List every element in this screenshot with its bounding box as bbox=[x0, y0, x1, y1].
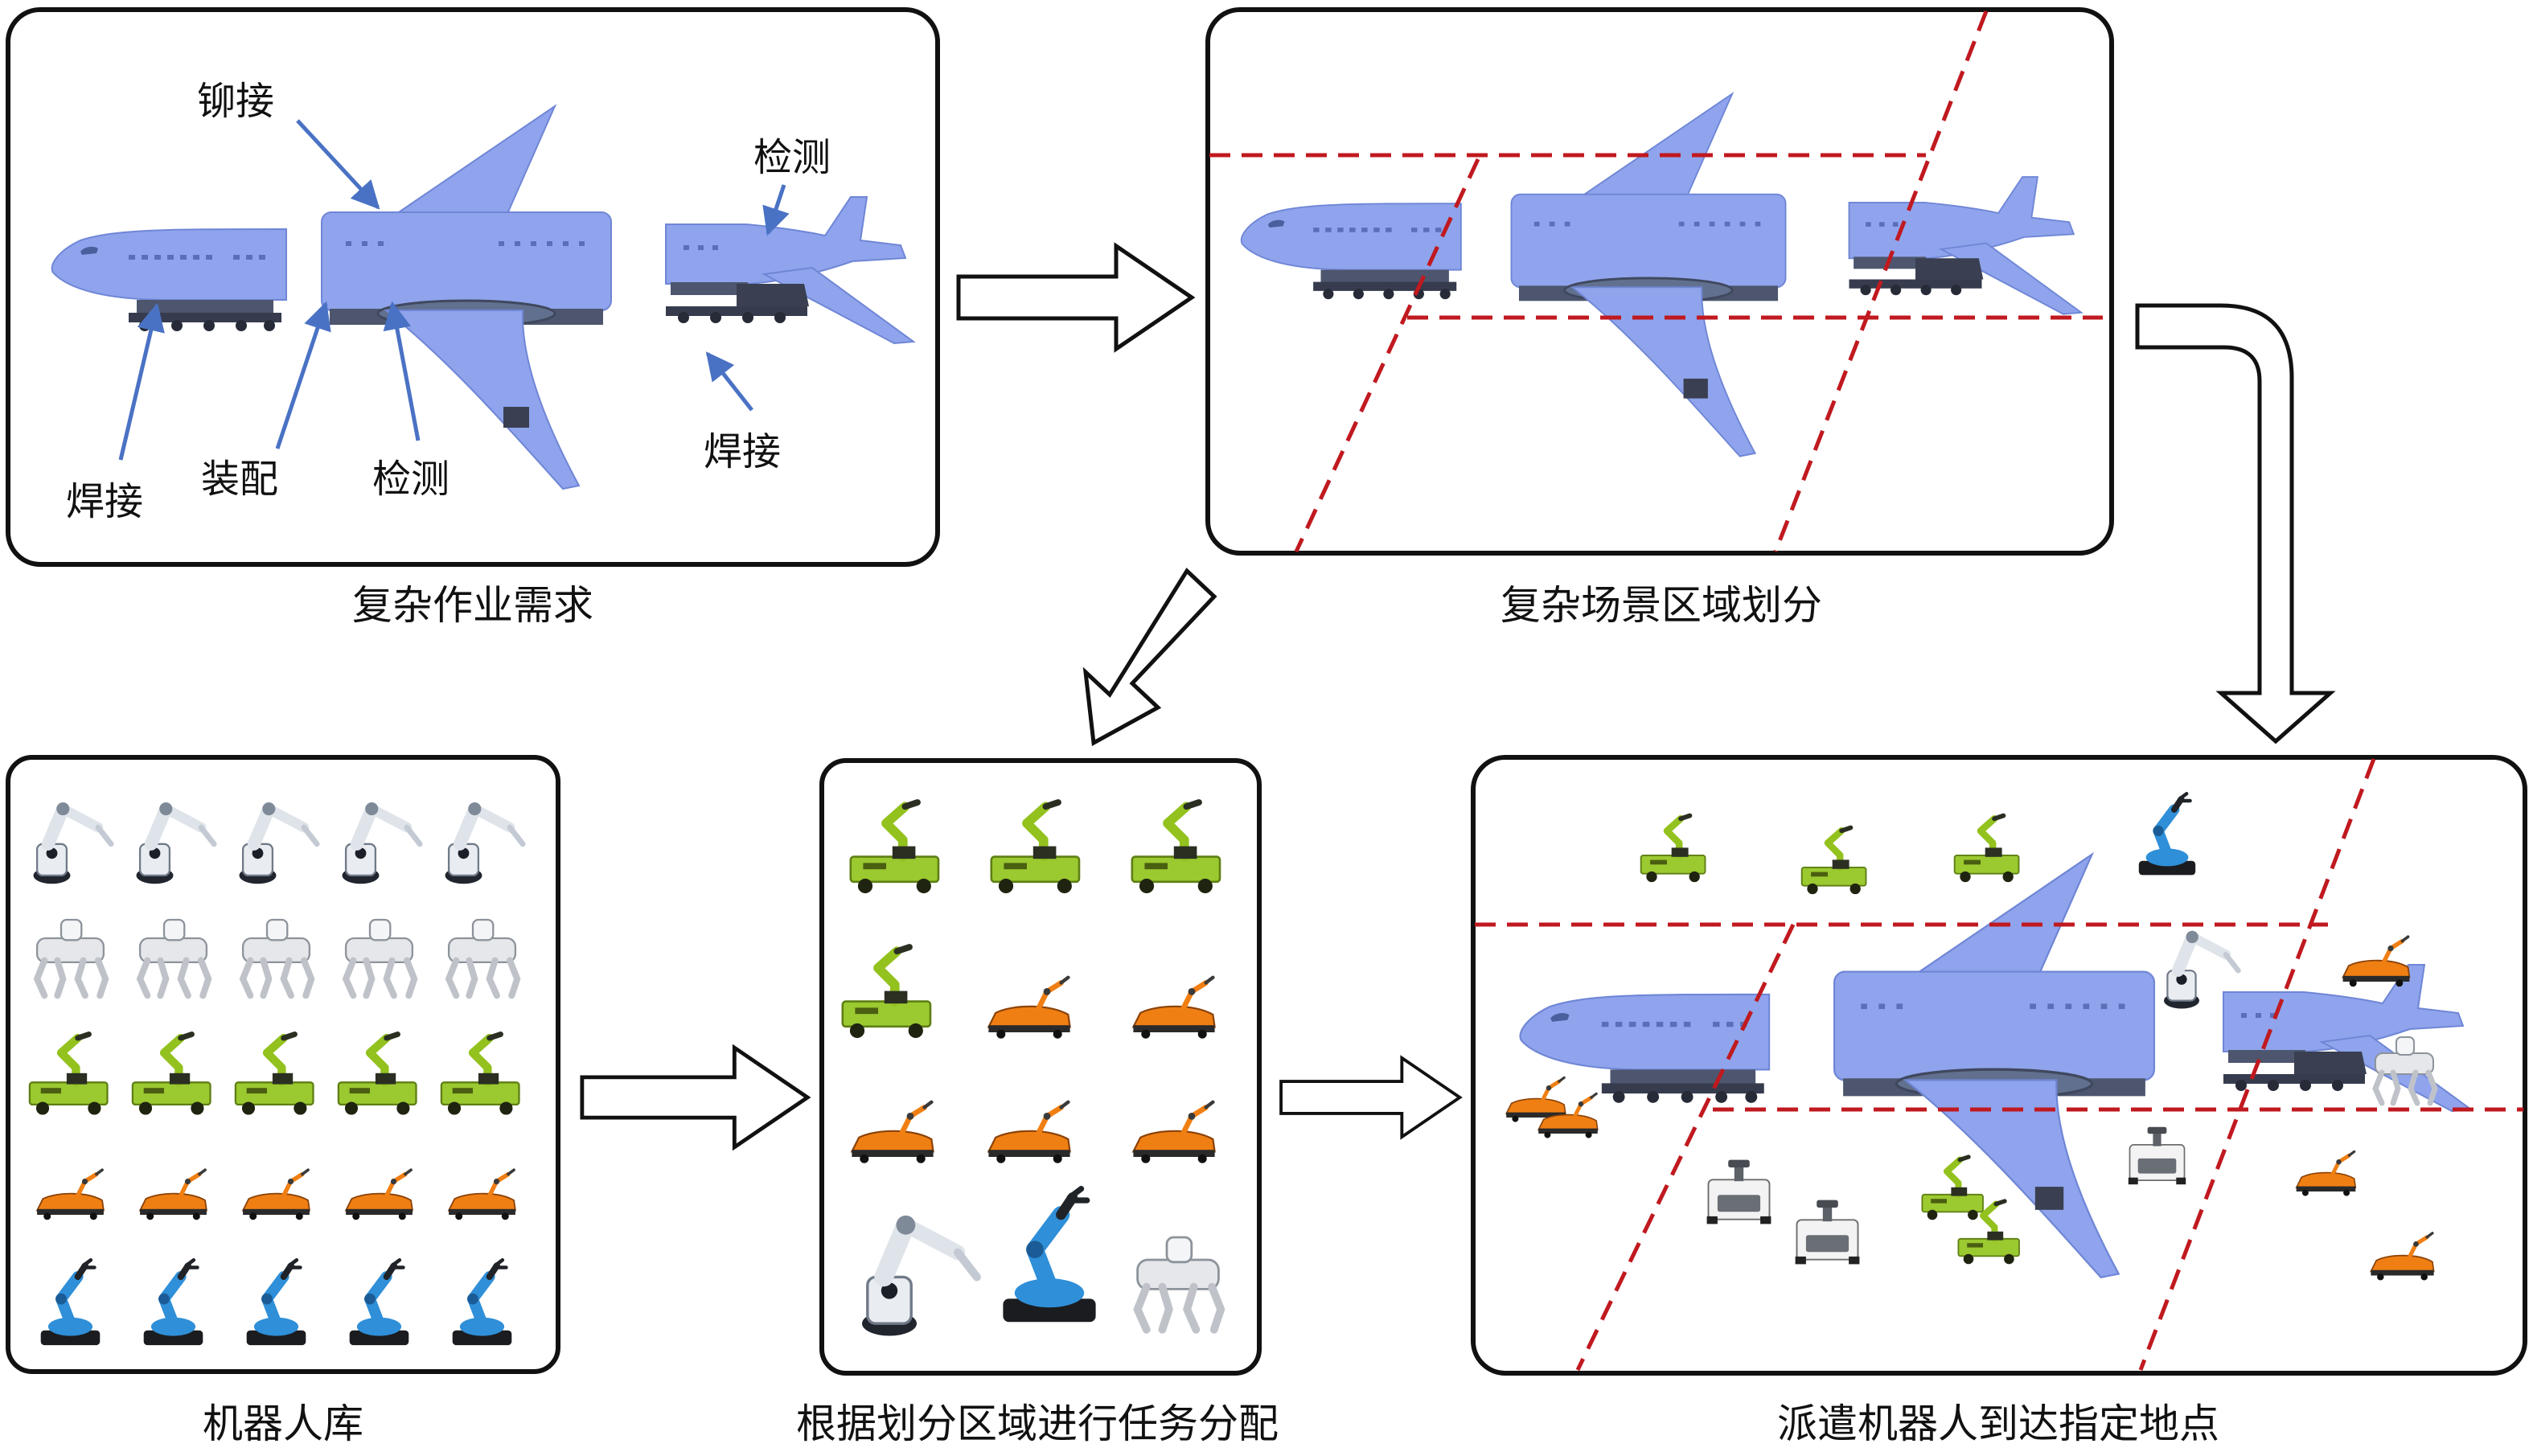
flow-arrow-library-to-allocation bbox=[582, 1048, 807, 1147]
panel-allocation-frame bbox=[819, 758, 1262, 1376]
flow-arrow-requirements-to-division bbox=[959, 246, 1192, 349]
annotation-arrow-rivet bbox=[296, 119, 380, 210]
label-weld-nose: 焊接 bbox=[66, 479, 143, 524]
label-rivet: 铆接 bbox=[197, 79, 274, 124]
region-line-left bbox=[1575, 923, 1796, 1372]
annotation-arrow-weld-tail bbox=[705, 351, 753, 412]
region-line-right bbox=[1773, 10, 1989, 552]
caption-requirements: 复杂作业需求 bbox=[352, 582, 593, 629]
label-assembly: 装配 bbox=[201, 457, 278, 502]
label-inspect-tail: 检测 bbox=[753, 135, 831, 180]
panel-requirements: 铆接 检测 焊接 装配 检测 焊接 复杂作业需求 bbox=[6, 7, 940, 629]
annotation-arrow-weld-nose bbox=[118, 302, 165, 461]
panel-allocation: 根据划分区域进行任务分配 bbox=[796, 758, 1279, 1447]
caption-library: 机器人库 bbox=[203, 1401, 363, 1447]
panel-library: 机器人库 bbox=[6, 755, 560, 1447]
panel-dispatch: 派遣机器人到达指定地点 bbox=[1471, 755, 2527, 1447]
region-line-left bbox=[1294, 158, 1480, 553]
label-inspect-center: 检测 bbox=[372, 457, 450, 502]
flow-arrow-allocation-to-dispatch bbox=[1281, 1058, 1459, 1137]
annotation-arrow-assembly bbox=[275, 301, 331, 449]
region-line-right bbox=[2138, 758, 2376, 1371]
annotation-arrow-inspect-center bbox=[383, 301, 421, 441]
panel-division: 复杂场景区域划分 bbox=[1205, 7, 2114, 629]
annotation-arrow-inspect-tail bbox=[762, 184, 790, 236]
flow-arrow-division-to-dispatch-shape bbox=[2135, 303, 2336, 744]
caption-dispatch: 派遣机器人到达指定地点 bbox=[1777, 1401, 2219, 1447]
caption-division: 复杂场景区域划分 bbox=[1501, 582, 1822, 629]
caption-allocation: 根据划分区域进行任务分配 bbox=[796, 1401, 1279, 1447]
flow-arrow-division-to-dispatch bbox=[2137, 306, 2326, 738]
label-weld-tail: 焊接 bbox=[704, 429, 781, 474]
flow-arrow-division-to-allocation bbox=[1082, 568, 1217, 746]
